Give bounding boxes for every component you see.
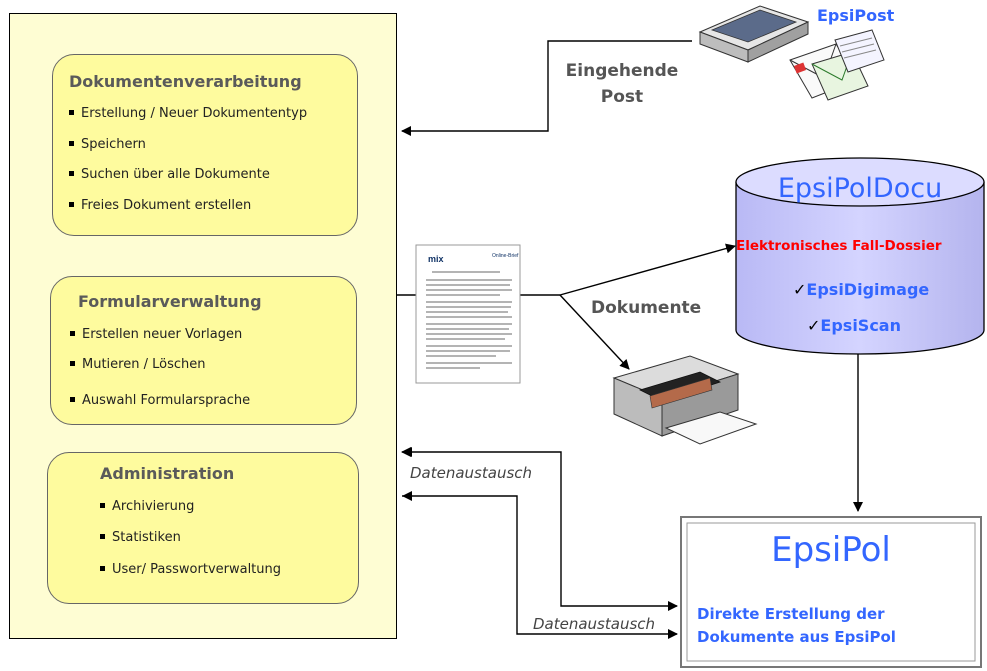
- epsipol-box-inner: [686, 522, 976, 662]
- epsipol-title: EpsiPol: [771, 530, 891, 570]
- docu-item-epsiscan: ✓EpsiScan: [807, 316, 901, 335]
- epsipol-subtitle: Direkte Erstellung der Dokumente aus Eps…: [697, 605, 896, 646]
- arrowhead-left-2: [402, 491, 412, 501]
- epsipost-label: EpsiPost: [817, 6, 895, 25]
- panel-administration: [47, 452, 359, 604]
- docu-item-epsidigimage: ✓EpsiDigimage: [793, 280, 929, 299]
- document-thumbnail: mix Online-Brief: [415, 244, 521, 384]
- list-item: Auswahl Formularsprache: [70, 393, 250, 408]
- list-item: Speichern: [69, 137, 146, 152]
- data-exchange-label-2: Datenaustausch: [533, 615, 656, 633]
- data-exchange-label-1: Datenaustausch: [410, 464, 533, 482]
- check-icon: ✓: [807, 316, 821, 335]
- list-item: User/ Passwortverwaltung: [100, 562, 281, 577]
- list-item: Statistiken: [100, 530, 181, 545]
- arrow-epsipost-to-modules: [401, 40, 692, 136]
- list-item: Erstellung / Neuer Dokumententyp: [69, 106, 307, 121]
- check-icon: ✓: [793, 280, 807, 299]
- docu-item-label: EpsiDigimage: [806, 280, 930, 299]
- arrow-to-epsipoldocu: [559, 243, 736, 296]
- list-item: Archivierung: [100, 499, 194, 514]
- docu-item-label: EpsiScan: [820, 316, 901, 335]
- scanner-icon: [698, 5, 810, 63]
- arrow-datenaustausch-2: [402, 495, 678, 639]
- panel-title: Dokumentenverarbeitung: [69, 72, 302, 91]
- panel-title: Formularverwaltung: [78, 292, 262, 311]
- documents-label: Dokumente: [591, 298, 702, 318]
- arrowhead-left-1: [402, 447, 412, 457]
- dossier-subtitle: Elektronisches Fall-Dossier: [736, 238, 942, 254]
- list-item: Mutieren / Löschen: [70, 357, 205, 372]
- panel-title: Administration: [100, 464, 235, 483]
- letters-icon: [789, 29, 885, 101]
- incoming-mail-label: Eingehende Post: [565, 61, 679, 107]
- database-cylinder: [735, 157, 985, 355]
- printer-icon: [612, 355, 758, 445]
- list-item: Freies Dokument erstellen: [69, 198, 251, 213]
- epsipol-box-outer: [680, 516, 982, 668]
- list-item: Suchen über alle Dokumente: [69, 167, 270, 182]
- document-brand: mix: [428, 254, 444, 264]
- epsipoldocu-title: EpsiPolDocu: [777, 173, 943, 204]
- list-item: Erstellen neuer Vorlagen: [70, 327, 242, 342]
- document-heading: Online-Brief: [492, 253, 519, 259]
- arrow-to-printer: [559, 294, 630, 370]
- arrow-datenaustausch-1: [401, 447, 678, 611]
